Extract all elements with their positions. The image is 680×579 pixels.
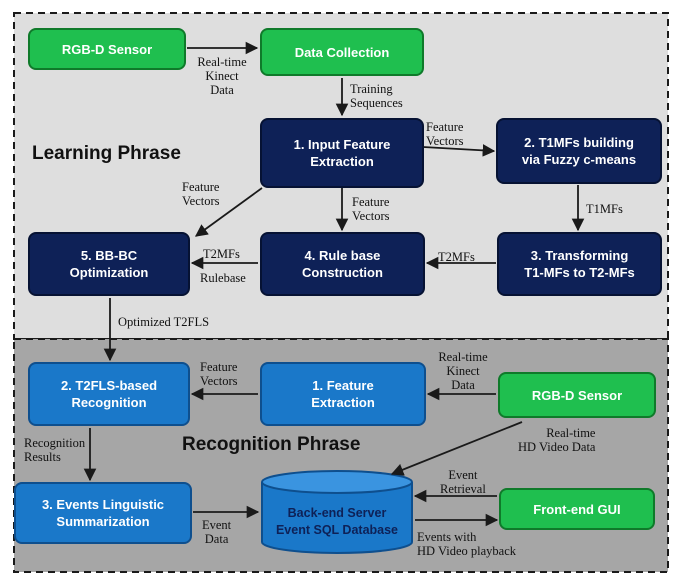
label-feature-vectors-recog: Feature Vectors xyxy=(200,360,238,388)
input-feature-extraction-node: 1. Input Feature Extraction xyxy=(260,118,424,188)
label-event-retrieval: Event Retrieval xyxy=(440,468,486,496)
label-realtime-kinect-top: Real-time Kinect Data xyxy=(197,55,247,97)
learning-phase-title: Learning Phrase xyxy=(32,143,181,164)
label-event-data: Event Data xyxy=(202,518,232,546)
bbbc-optimization-node: 5. BB-BC Optimization xyxy=(28,232,190,296)
t2fls-recognition-node: 2. T2FLS-based Recognition xyxy=(28,362,190,426)
frontend-gui-node: Front-end GUI xyxy=(499,488,655,530)
label-recognition-results: Recognition Results xyxy=(24,436,86,464)
label-feature-vectors-rule: Feature Vectors xyxy=(352,195,390,223)
label-t2mfs-rule: T2MFs xyxy=(438,250,475,264)
arrow-input-extraction-to-bbbc xyxy=(194,187,263,237)
data-collection-node: Data Collection xyxy=(260,28,424,76)
label-optimized-t2fls: Optimized T2FLS xyxy=(118,315,210,329)
label-feature-vectors-t1: Feature Vectors xyxy=(426,120,464,148)
label-training-sequences: Training Sequences xyxy=(350,82,403,110)
database-label: Back-end Server Event SQL Database xyxy=(275,506,399,537)
rule-base-construction-node: 4. Rule base Construction xyxy=(260,232,425,296)
rgbd-sensor-node-top: RGB-D Sensor xyxy=(28,28,186,70)
recognition-phase-title: Recognition Phrase xyxy=(182,434,361,455)
transforming-node: 3. Transforming T1-MFs to T2-MFs xyxy=(497,232,662,296)
arrow-input-extraction-to-t1mfs xyxy=(422,144,496,157)
rgbd-sensor-node-bottom: RGB-D Sensor xyxy=(498,372,656,418)
label-realtime-kinect-bottom: Real-time Kinect Data xyxy=(438,350,488,392)
label-t2mfs-bbbc: T2MFs xyxy=(203,247,240,261)
label-rulebase: Rulebase xyxy=(200,271,246,285)
database-cylinder xyxy=(261,470,413,554)
label-realtime-hd-video: Real-time HD Video Data xyxy=(518,426,596,454)
feature-extraction-node: 1. Feature Extraction xyxy=(260,362,426,426)
label-t1mfs: T1MFs xyxy=(586,202,623,216)
arrow-sensor-to-database xyxy=(390,421,523,476)
t1mfs-building-node: 2. T1MFs building via Fuzzy c-means xyxy=(496,118,662,184)
events-summarization-node: 3. Events Linguistic Summarization xyxy=(14,482,192,544)
label-events-hd-playback: Events with HD Video playback xyxy=(417,530,516,558)
label-feature-vectors-bbbc: Feature Vectors xyxy=(182,180,220,208)
